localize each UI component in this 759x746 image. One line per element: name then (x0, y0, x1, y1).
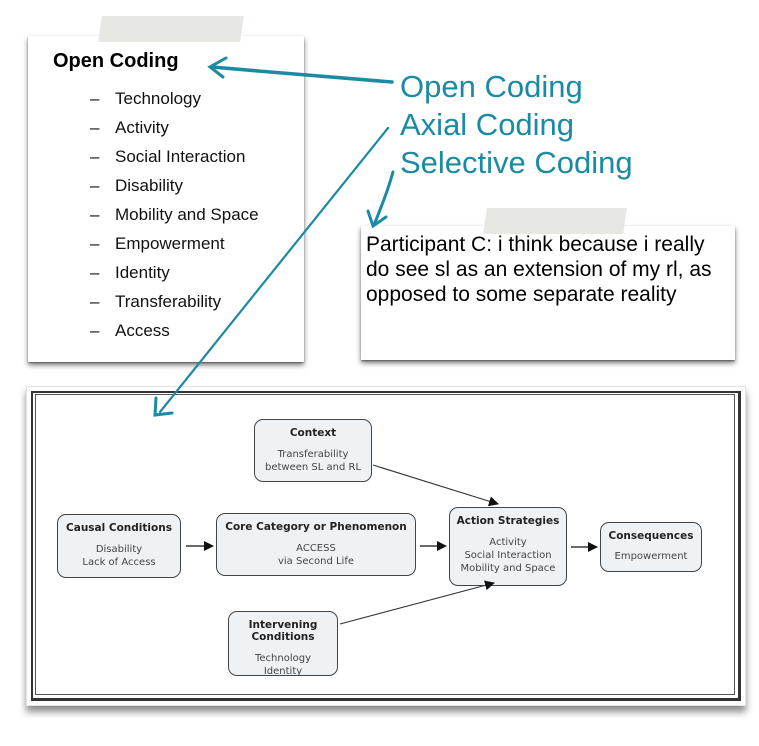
node-title: Consequences (608, 530, 694, 542)
node-body: Activity Social Interaction Mobility and… (460, 537, 556, 574)
list-item: –Identity (90, 263, 170, 282)
coding-stage-labels: Open Coding Axial Coding Selective Codin… (400, 68, 633, 182)
node-body: Empowerment (614, 551, 688, 562)
node-body: Disability Lack of Access (82, 544, 156, 568)
node-title: Action Strategies (456, 515, 560, 527)
tape-strip (98, 16, 244, 42)
teal-arrow-selective-coding (366, 170, 395, 229)
list-item: –Mobility and Space (90, 205, 259, 224)
node-core-category: Core Category or Phenomenon ACCESS via S… (216, 513, 416, 576)
list-item: –Disability (90, 176, 184, 195)
list-item: –Access (90, 321, 170, 340)
tape-strip (483, 208, 627, 234)
node-title: Intervening Conditions (248, 619, 318, 643)
node-title: Causal Conditions (66, 522, 172, 534)
label-axial-coding: Axial Coding (400, 107, 575, 142)
label-selective-coding: Selective Coding (400, 145, 633, 180)
list-item: –Activity (90, 118, 169, 137)
label-open-coding: Open Coding (400, 69, 583, 104)
node-action-strategies: Action Strategies Activity Social Intera… (449, 507, 567, 586)
quote-text: Participant C: i think because i really … (366, 233, 712, 306)
node-causal-conditions: Causal Conditions Disability Lack of Acc… (57, 514, 181, 578)
participant-quote-card: Participant C: i think because i really … (361, 208, 735, 360)
list-item: –Social Interaction (90, 147, 246, 166)
node-context: Context Transferability between SL and R… (254, 419, 372, 482)
list-item: –Empowerment (90, 234, 225, 253)
node-title: Core Category or Phenomenon (225, 521, 407, 533)
list-item: –Transferability (90, 292, 222, 311)
node-intervening-conditions: Intervening Conditions Technology Identi… (228, 611, 338, 677)
list-item: –Technology (90, 89, 202, 108)
node-body: ACCESS via Second Life (277, 543, 354, 567)
open-coding-card: Open Coding –Technology –Activity –Socia… (28, 16, 304, 362)
open-coding-list: –Technology –Activity –Social Interactio… (90, 84, 259, 345)
node-body: Transferability between SL and RL (264, 449, 362, 473)
node-body: Technology Identity (254, 653, 311, 677)
node-title: Context (289, 427, 337, 439)
open-coding-title: Open Coding (53, 50, 179, 72)
node-consequences: Consequences Empowerment (600, 522, 702, 572)
